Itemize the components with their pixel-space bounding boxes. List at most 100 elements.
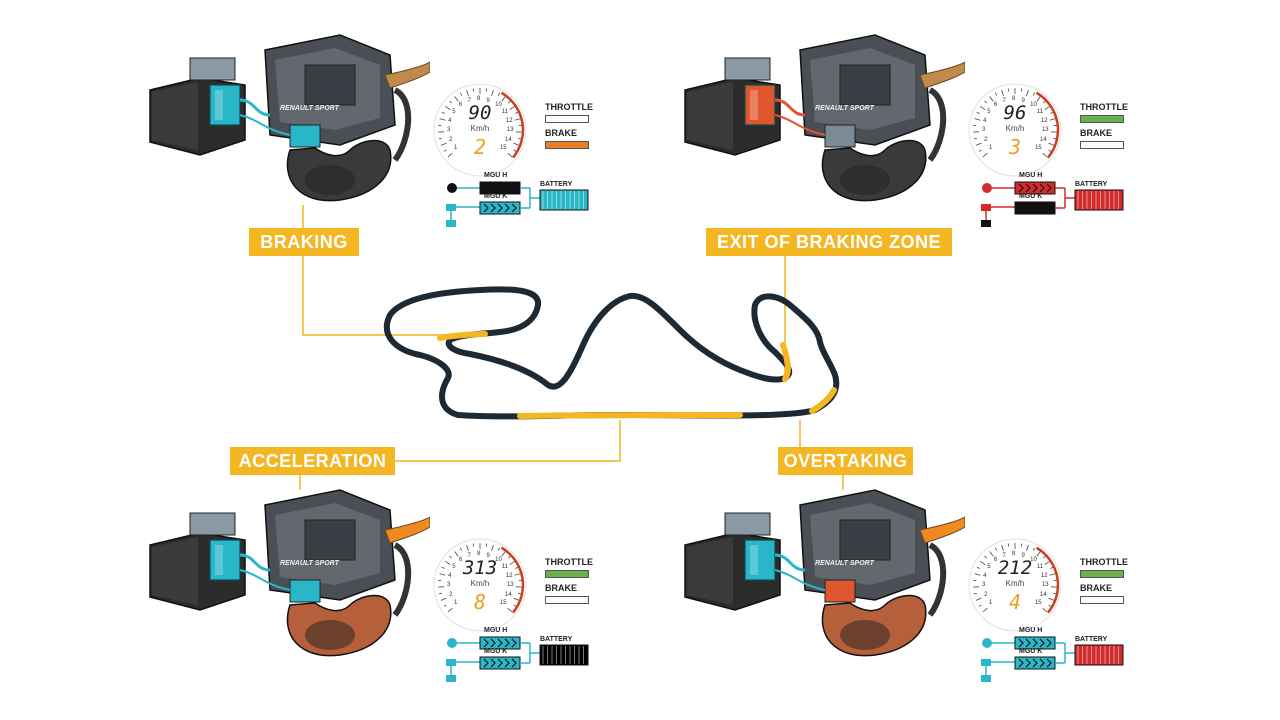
label-braking: BRAKING bbox=[249, 228, 359, 256]
gauge-tick-label: 4 bbox=[448, 117, 452, 124]
label-acceleration: ACCELERATION bbox=[230, 447, 395, 475]
gauge-tick-label: 2 bbox=[449, 591, 453, 598]
gauge-tick-label: 10 bbox=[495, 102, 502, 109]
gauge-unit-label: Km/h bbox=[1005, 124, 1025, 133]
gauge-tick-label: 5 bbox=[987, 109, 991, 116]
mgu-k-label: MGU K bbox=[484, 193, 508, 200]
gauge-tick-label: 6 bbox=[993, 557, 998, 564]
gauge-tick-label: 14 bbox=[504, 136, 512, 143]
gauge-tick-label: 11 bbox=[501, 564, 509, 571]
engine-illustration: RENAULT SPORT bbox=[149, 489, 430, 657]
gauge-tick-label: 6 bbox=[993, 102, 998, 109]
brake-label: BRAKE bbox=[1080, 583, 1113, 593]
throttle-label: THROTTLE bbox=[1080, 557, 1128, 567]
track-exit-segment bbox=[780, 342, 791, 382]
gauge-tick-label: 10 bbox=[1030, 102, 1037, 109]
svg-text:RENAULT SPORT: RENAULT SPORT bbox=[280, 560, 340, 567]
gauge-tick-label: 2 bbox=[984, 591, 988, 598]
gauge-tick-label: 3 bbox=[447, 127, 451, 134]
throttle-bar bbox=[545, 115, 589, 123]
throttle-label: THROTTLE bbox=[545, 102, 593, 112]
gauge-tick-label: 14 bbox=[1039, 136, 1047, 143]
gauge-tick-label: 7 bbox=[467, 552, 471, 559]
gauge-tick-label: 10 bbox=[495, 557, 502, 564]
gauge-tick-label: 5 bbox=[452, 109, 456, 116]
gauge-tick-label: 7 bbox=[1002, 552, 1006, 559]
gauge-tick-label: 12 bbox=[1040, 117, 1048, 124]
gauge-speed-value: 313 bbox=[462, 557, 498, 579]
gauge-tick-label: 11 bbox=[1036, 564, 1044, 571]
gauge-unit-label: Km/h bbox=[470, 124, 490, 133]
gauge-tick-label: 13 bbox=[506, 127, 514, 134]
gauge-tick-label: 1 bbox=[454, 145, 458, 152]
svg-text:RENAULT SPORT: RENAULT SPORT bbox=[280, 105, 340, 112]
gauge-tick-label: 9 bbox=[486, 552, 490, 559]
brake-label: BRAKE bbox=[1080, 128, 1113, 138]
gauge-tick-label: 1 bbox=[989, 600, 993, 607]
gauge-tick-label: 9 bbox=[486, 97, 490, 104]
gauge-speed-value: 90 bbox=[468, 102, 492, 124]
gauge-tick-label: 15 bbox=[499, 145, 507, 152]
energy-flow-diagram bbox=[446, 181, 589, 227]
engine-illustration: RENAULT SPORT bbox=[149, 34, 430, 202]
mgu-k-label: MGU K bbox=[1019, 193, 1043, 200]
engine-illustration: RENAULT SPORT bbox=[684, 489, 965, 657]
gauge-tick-label: 8 bbox=[477, 551, 481, 557]
gauge-tick-label: 5 bbox=[987, 564, 991, 571]
energy-flow-diagram bbox=[446, 636, 589, 682]
gauge-gear-value: 2 bbox=[473, 135, 487, 159]
gauge-tick-label: 12 bbox=[505, 572, 513, 579]
brake-bar bbox=[545, 596, 589, 604]
gauge-tick-label: 3 bbox=[447, 582, 451, 589]
battery-label: BATTERY bbox=[540, 181, 573, 188]
speed-gauge bbox=[968, 538, 1062, 632]
energy-flow-diagram bbox=[981, 181, 1124, 227]
gauge-tick-label: 1 bbox=[454, 600, 458, 607]
battery-label: BATTERY bbox=[540, 636, 573, 643]
gauge-tick-label: 7 bbox=[467, 97, 471, 104]
energy-flow-diagram bbox=[981, 636, 1124, 682]
gauge-tick-label: 4 bbox=[983, 572, 987, 579]
gauge-tick-label: 11 bbox=[501, 109, 509, 116]
gauge-tick-label: 13 bbox=[1041, 127, 1049, 134]
gauge-gear-value: 8 bbox=[473, 590, 487, 614]
gauge-tick-label: 8 bbox=[477, 96, 481, 102]
gauge-gear-value: 3 bbox=[1008, 135, 1022, 159]
brake-label: BRAKE bbox=[545, 128, 578, 138]
gauge-tick-label: 10 bbox=[1030, 557, 1037, 564]
throttle-bar bbox=[1080, 115, 1124, 123]
gauge-tick-label: 8 bbox=[1012, 551, 1016, 557]
gauge-unit-label: Km/h bbox=[1005, 579, 1025, 588]
speed-gauge bbox=[968, 83, 1062, 177]
gauge-tick-label: 15 bbox=[499, 600, 507, 607]
gauge-speed-value: 96 bbox=[1003, 102, 1027, 124]
gauge-tick-label: 13 bbox=[506, 582, 514, 589]
mgu-h-label: MGU H bbox=[1019, 172, 1043, 179]
battery-label: BATTERY bbox=[1075, 181, 1108, 188]
track-acceleration-segment bbox=[517, 412, 743, 419]
gauge-tick-label: 15 bbox=[1034, 145, 1042, 152]
svg-text:RENAULT SPORT: RENAULT SPORT bbox=[815, 560, 875, 567]
gauge-tick-label: 4 bbox=[983, 117, 987, 124]
gauge-gear-value: 4 bbox=[1008, 590, 1022, 614]
gauge-tick-label: 4 bbox=[448, 572, 452, 579]
mgu-h-label: MGU H bbox=[484, 172, 508, 179]
track-braking-segment bbox=[437, 331, 488, 341]
gauge-tick-label: 3 bbox=[982, 582, 986, 589]
throttle-bar bbox=[1080, 570, 1124, 578]
label-exit-braking-zone: EXIT OF BRAKING ZONE bbox=[706, 228, 952, 256]
speed-gauge bbox=[433, 83, 527, 177]
brake-bar bbox=[545, 141, 589, 149]
brake-bar bbox=[1080, 141, 1124, 149]
throttle-label: THROTTLE bbox=[545, 557, 593, 567]
brake-label: BRAKE bbox=[545, 583, 578, 593]
brake-bar bbox=[1080, 596, 1124, 604]
throttle-label: THROTTLE bbox=[1080, 102, 1128, 112]
gauge-tick-label: 6 bbox=[458, 557, 463, 564]
gauge-tick-label: 7 bbox=[1002, 97, 1006, 104]
mgu-h-label: MGU H bbox=[1019, 627, 1043, 634]
